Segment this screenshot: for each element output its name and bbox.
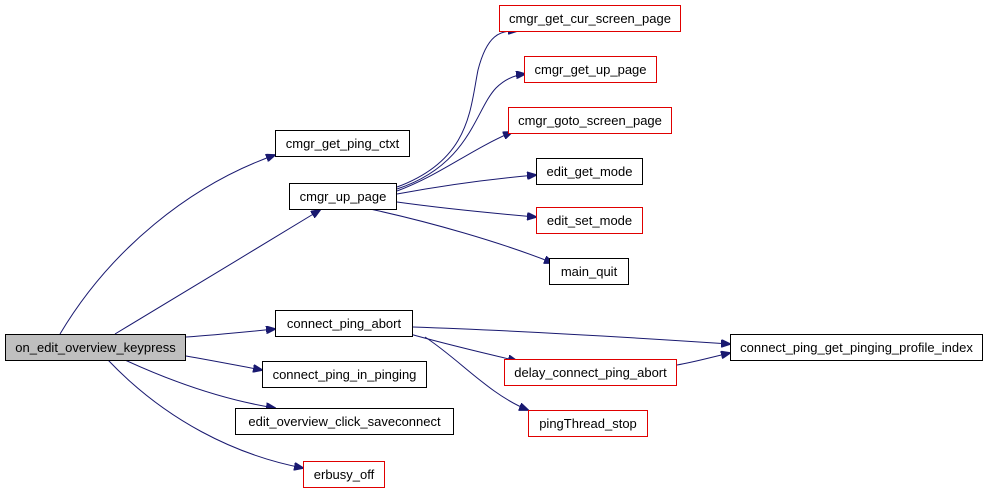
node-edit-set-mode[interactable]: edit_set_mode: [536, 207, 643, 234]
node-cmgr-get-cur-screen-page[interactable]: cmgr_get_cur_screen_page: [499, 5, 681, 32]
edge-cmgr-up-page-to-main-quit: [369, 208, 553, 263]
edge-root-to-connect-ping-abort: [185, 329, 275, 338]
edge-cmgr-up-page-to-edit-get-mode: [396, 175, 536, 195]
node-connect-ping-in-pinging[interactable]: connect_ping_in_pinging: [262, 361, 427, 388]
node-pingthread-stop[interactable]: pingThread_stop: [528, 410, 648, 437]
edge-cmgr-up-page-to-cmgr-get-cur-screen-page: [396, 31, 517, 188]
node-cmgr-get-up-page[interactable]: cmgr_get_up_page: [524, 56, 657, 83]
node-connect-ping-get-pinging-profile-index[interactable]: connect_ping_get_pinging_profile_index: [730, 334, 983, 361]
edge-connect-ping-abort-to-delay-connect-ping-abort: [409, 333, 517, 361]
edge-connect-ping-abort-to-get-pinging-profile-index: [412, 326, 730, 344]
node-delay-connect-ping-abort[interactable]: delay_connect_ping_abort: [504, 359, 677, 386]
edge-cmgr-up-page-to-cmgr-get-up-page: [396, 74, 525, 190]
node-main-quit[interactable]: main_quit: [549, 258, 629, 285]
edge-root-to-cmgr-up-page: [114, 210, 320, 335]
edge-root-to-connect-ping-in-pinging: [185, 355, 262, 370]
node-edit-overview-click-saveconnect[interactable]: edit_overview_click_saveconnect: [235, 408, 454, 435]
edge-delay-connect-ping-abort-to-get-pinging-profile-index: [676, 353, 730, 366]
node-cmgr-up-page[interactable]: cmgr_up_page: [289, 183, 397, 210]
edge-root-to-erbusy-off: [107, 359, 303, 468]
node-erbusy-off[interactable]: erbusy_off: [303, 461, 385, 488]
edge-root-to-edit-overview-click-saveconnect: [124, 359, 275, 408]
node-on-edit-overview-keypress[interactable]: on_edit_overview_keypress: [5, 334, 186, 361]
node-connect-ping-abort[interactable]: connect_ping_abort: [275, 310, 413, 337]
edge-cmgr-up-page-to-edit-set-mode: [396, 201, 536, 217]
node-edit-get-mode[interactable]: edit_get_mode: [536, 158, 643, 185]
edge-connect-ping-abort-to-pingthread-stop: [424, 336, 528, 410]
node-cmgr-goto-screen-page[interactable]: cmgr_goto_screen_page: [508, 107, 672, 134]
edge-root-to-cmgr-get-ping-ctxt: [59, 155, 275, 335]
node-cmgr-get-ping-ctxt[interactable]: cmgr_get_ping_ctxt: [275, 130, 410, 157]
edge-cmgr-up-page-to-cmgr-goto-screen-page: [396, 132, 512, 192]
